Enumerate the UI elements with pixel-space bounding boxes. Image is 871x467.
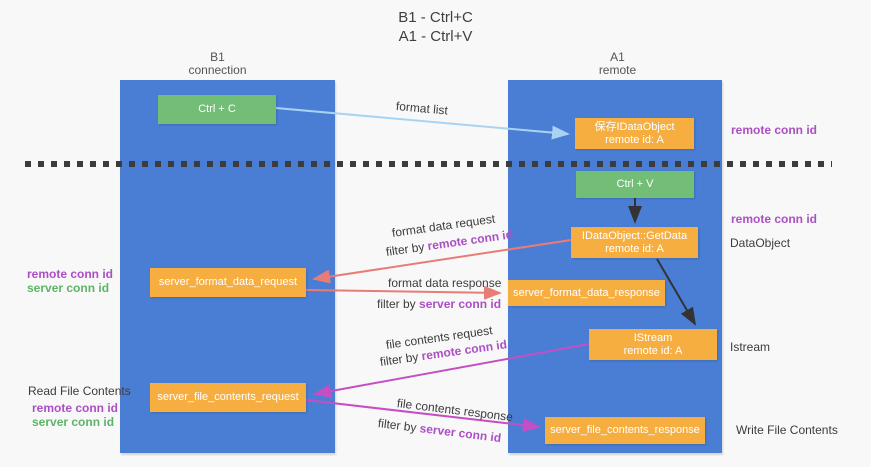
node-ctrl-c: Ctrl + C (158, 95, 276, 124)
annotation-remote-conn-id-top: remote conn id (731, 123, 818, 137)
annotation-left-bottom-server-conn-id: server conn id (32, 415, 115, 429)
node-server-format-data-request-label: server_format_data_request (158, 276, 298, 288)
annotation-left-bottom-remote-conn-id: remote conn id (32, 401, 119, 415)
node-server-file-contents-request: server_file_contents_request (150, 383, 306, 412)
filter-prefix: filter by (377, 297, 420, 311)
node-server-format-data-request: server_format_data_request (150, 268, 306, 297)
annotation-write-file-contents: Write File Contents (736, 423, 838, 437)
flow-label-format-data-response: format data response (388, 276, 502, 290)
annotation-left-remote-conn-id: remote conn id (27, 267, 114, 281)
node-server-format-data-response: server_format_data_response (508, 280, 665, 306)
node-server-file-contents-response-label: server_file_contents_response (550, 424, 700, 436)
annotation-dataobject: DataObject (730, 236, 791, 250)
node-istream: IStream remote id: A (589, 329, 717, 360)
node-save-idataobject-line2: remote id: A (605, 133, 664, 146)
filter-prefix: filter by (377, 416, 421, 436)
node-idataobject-getdata: IDataObject::GetData remote id: A (571, 227, 698, 258)
lane-a1-subtitle: remote (598, 63, 637, 77)
lane-b1-title: B1 (210, 50, 225, 64)
annotation-istream: Istream (730, 340, 771, 354)
annotation-remote-conn-id-mid: remote conn id (731, 212, 818, 226)
node-idataobject-getdata-line1: IDataObject::GetData (581, 229, 688, 242)
node-ctrl-v-label: Ctrl + V (616, 178, 654, 190)
filter-key-server-conn-id: server conn id (418, 421, 502, 446)
title-line-2: A1 - Ctrl+V (398, 28, 473, 45)
lane-b1-subtitle: connection (188, 63, 247, 77)
lane-header-b1: B1 connection (140, 51, 295, 77)
node-server-file-contents-response: server_file_contents_response (545, 417, 705, 444)
annotation-left-server-conn-id: server conn id (27, 281, 110, 295)
node-server-format-data-response-label: server_format_data_response (513, 286, 660, 299)
node-istream-line1: IStream (633, 331, 673, 344)
filter-prefix: filter by (379, 349, 423, 369)
lane-a1-title: A1 (610, 50, 625, 64)
node-save-idataobject-line1: 保存IDataObject (594, 120, 675, 133)
lane-header-a1: A1 remote (540, 51, 695, 77)
diagram-title: B1 - Ctrl+C A1 - Ctrl+V (0, 8, 871, 46)
clipboard-boundary-dashed-line (25, 161, 832, 167)
node-ctrl-v: Ctrl + V (576, 171, 694, 198)
filter-prefix: filter by (385, 239, 429, 259)
arrow-format-data-response (305, 285, 502, 300)
node-server-file-contents-request-label: server_file_contents_request (157, 391, 299, 403)
flow-filter-format-data-response: filter by server conn id (377, 297, 501, 311)
annotation-read-file-contents: Read File Contents (28, 384, 131, 398)
node-save-idataobject: 保存IDataObject remote id: A (575, 118, 694, 149)
node-istream-line2: remote id: A (623, 344, 683, 357)
title-line-1: B1 - Ctrl+C (398, 9, 473, 26)
node-ctrl-c-label: Ctrl + C (198, 103, 236, 115)
node-idataobject-getdata-line2: remote id: A (605, 242, 664, 255)
flow-label-format-list: format list (395, 99, 449, 118)
filter-key-server-conn-id: server conn id (419, 297, 502, 311)
